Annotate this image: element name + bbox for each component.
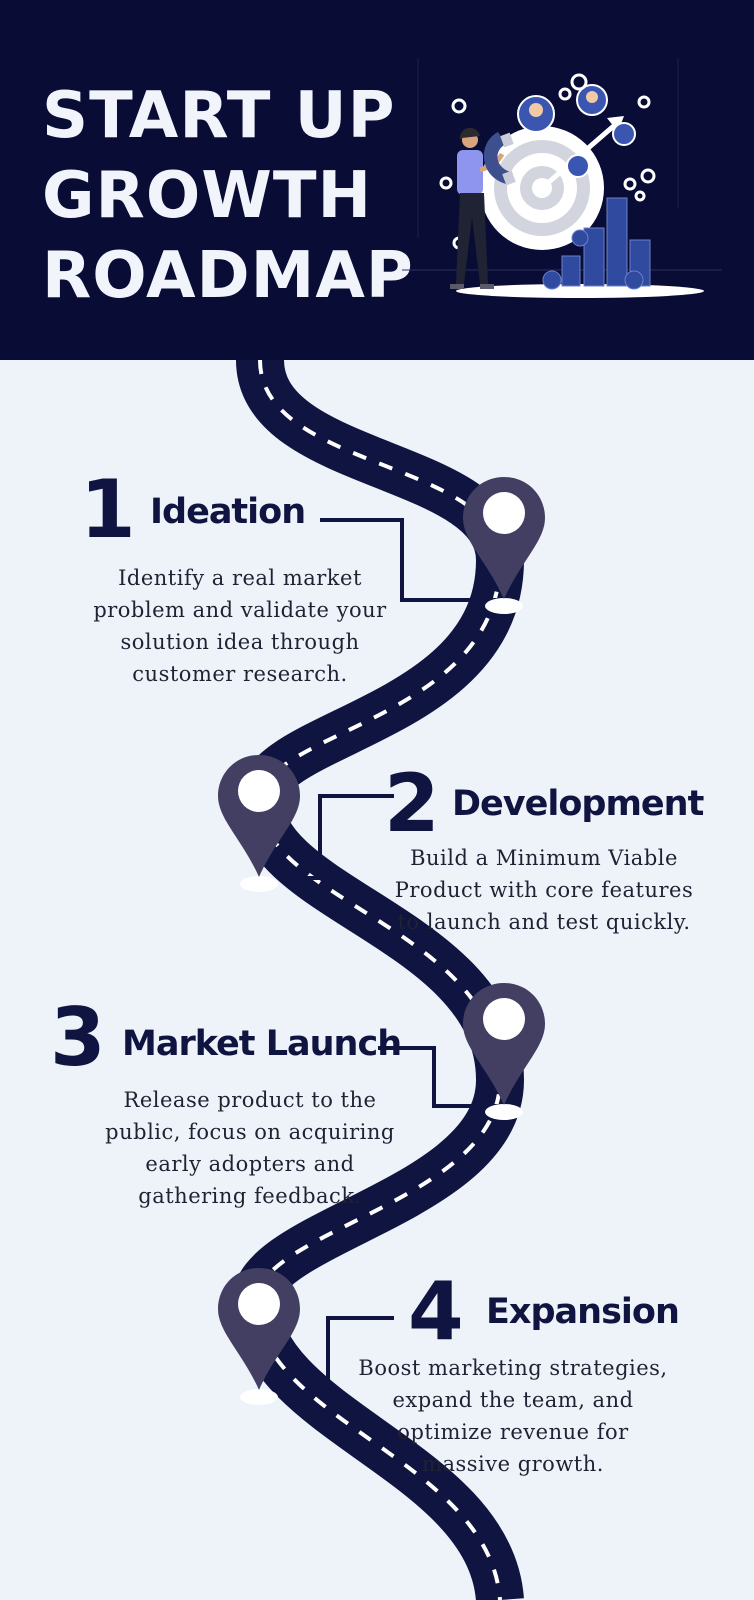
map-pin-icon (463, 477, 545, 614)
map-pin-icon (218, 1268, 300, 1405)
step-title: Ideation (150, 492, 306, 532)
step-number: 3 (50, 991, 106, 1084)
step-number: 1 (80, 463, 136, 556)
connector-line (378, 1046, 502, 1108)
step-number: 2 (384, 757, 440, 850)
title-line-2: GROWTH (42, 159, 373, 233)
avatar-icons (517, 84, 636, 178)
step-title: Market Launch (122, 1024, 402, 1064)
map-pin-icon (218, 755, 300, 892)
gear-icons (439, 73, 656, 250)
businessman-icon (450, 127, 516, 289)
title-line-3: ROADMAP (42, 239, 414, 313)
coin-stack-icon (542, 197, 651, 290)
road-center-line (253, 360, 503, 1600)
connector-line (320, 518, 508, 602)
step-title: Development (452, 784, 704, 824)
map-pin-icon (463, 983, 545, 1120)
page-title: START UP GROWTH ROADMAP (42, 76, 414, 316)
growth-illustration (402, 58, 722, 298)
header-banner: START UP GROWTH ROADMAP (0, 0, 754, 360)
connector-line (282, 794, 394, 880)
step-number: 4 (408, 1265, 464, 1358)
connector-line (282, 1316, 394, 1394)
step-description: Identify a real market problem and valid… (93, 566, 387, 686)
step-description: Boost marketing strategies, expand the t… (358, 1356, 668, 1476)
step-description: Build a Minimum Viable Product with core… (394, 846, 694, 934)
step-description: Release product to the public, focus on … (105, 1088, 395, 1208)
title-line-1: START UP (42, 79, 396, 153)
step-title: Expansion (486, 1292, 680, 1332)
